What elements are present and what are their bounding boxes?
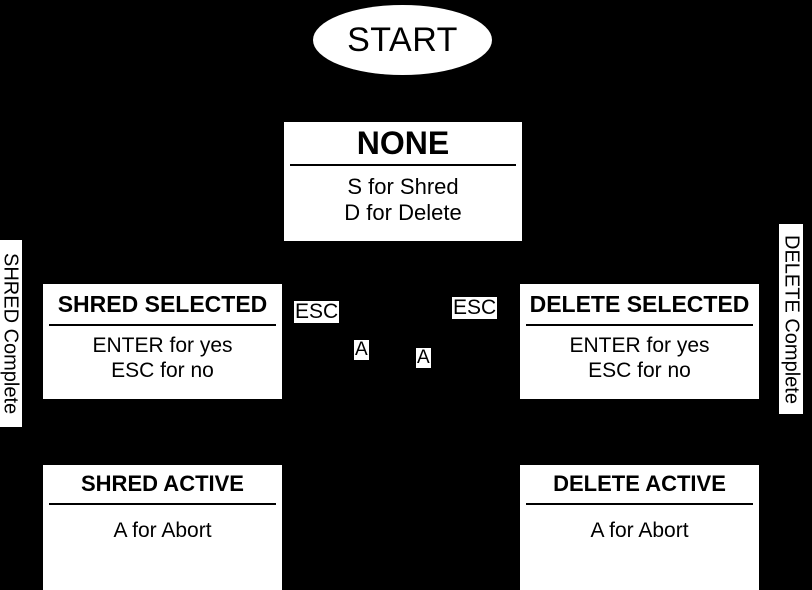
state-delete-selected-body: ENTER for yes ESC for no: [520, 326, 759, 399]
state-delete-selected-line-2: ESC for no: [588, 358, 691, 382]
state-delete-active-body: A for Abort: [520, 505, 759, 590]
edge-label-esc-delete: ESC: [452, 296, 498, 320]
state-delete-active-line-1: A for Abort: [590, 519, 689, 542]
edge-label-esc-shred: ESC: [294, 300, 340, 324]
state-shred-selected-body: ENTER for yes ESC for no: [43, 326, 282, 399]
state-none-line-2: D for Delete: [344, 199, 462, 225]
edge-label-abort-shred: A: [354, 339, 369, 360]
state-node-delete-selected[interactable]: DELETE SELECTED ENTER for yes ESC for no: [520, 284, 759, 399]
state-shred-selected-line-2: ESC for no: [111, 358, 214, 382]
state-node-shred-selected[interactable]: SHRED SELECTED ENTER for yes ESC for no: [43, 284, 282, 399]
state-delete-selected-line-1: ENTER for yes: [569, 334, 710, 357]
state-node-delete-active[interactable]: DELETE ACTIVE A for Abort: [520, 465, 759, 590]
state-shred-selected-line-1: ENTER for yes: [92, 334, 233, 357]
state-node-none[interactable]: NONE S for Shred D for Delete: [284, 122, 522, 241]
state-shred-selected-title: SHRED SELECTED: [49, 284, 276, 326]
start-node-label: START: [347, 21, 458, 59]
state-delete-selected-title: DELETE SELECTED: [526, 284, 753, 326]
edge-label-abort-delete: A: [416, 347, 431, 368]
state-shred-active-title: SHRED ACTIVE: [49, 465, 276, 505]
edge-label-shred-complete: SHRED Complete: [0, 240, 22, 427]
state-none-line-1: S for Shred: [347, 174, 459, 199]
state-none-title: NONE: [290, 122, 516, 166]
state-none-body: S for Shred D for Delete: [284, 166, 522, 241]
state-delete-active-title: DELETE ACTIVE: [526, 465, 753, 505]
state-shred-active-line-1: A for Abort: [113, 519, 212, 542]
state-shred-active-body: A for Abort: [43, 505, 282, 590]
edge-label-delete-complete: DELETE Complete: [779, 224, 803, 414]
start-node[interactable]: START: [313, 5, 492, 75]
state-node-shred-active[interactable]: SHRED ACTIVE A for Abort: [43, 465, 282, 590]
